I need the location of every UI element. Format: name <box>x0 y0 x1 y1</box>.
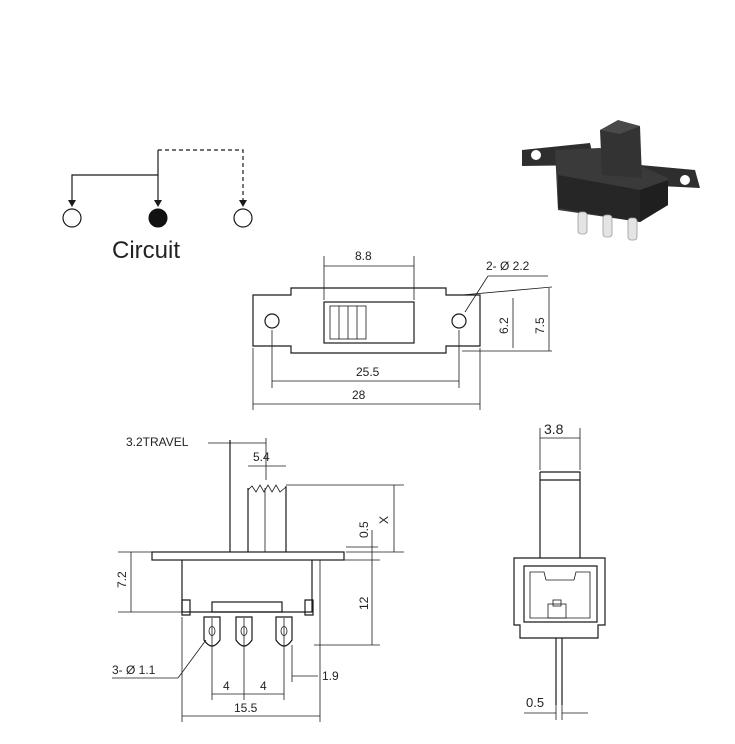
dim-top-length: 28 <box>352 388 366 402</box>
dim-top-total-height: 7.5 <box>533 317 547 334</box>
dim-end-pin: 0.5 <box>526 695 544 710</box>
side-view: 3.2TRAVEL 5.4 0.5 X 7.2 <box>112 435 404 722</box>
dim-holes: 2- Ø 2.2 <box>486 259 530 273</box>
top-view: 8.8 2- Ø 2.2 6.2 7.5 25.5 28 <box>252 249 553 410</box>
circuit-label: Circuit <box>112 237 180 264</box>
dim-side-pin-edge: 1.9 <box>322 669 339 683</box>
dim-side-offset: 0.5 <box>357 521 371 538</box>
end-view: 3.8 0.5 <box>513 421 606 720</box>
terminal-common <box>148 208 168 228</box>
dim-side-height: 7.2 <box>115 571 129 588</box>
dim-side-pitch-left: 4 <box>223 679 230 693</box>
dim-side-knob: 5.4 <box>253 450 270 464</box>
terminal-open-left <box>62 208 82 228</box>
dim-side-depth: 12 <box>357 596 371 610</box>
dim-side-x: X <box>377 516 391 524</box>
mount-hole-right <box>451 313 467 329</box>
slide-switch-photo <box>522 120 700 241</box>
circuit-diagram: Circuit <box>62 149 253 264</box>
dim-side-travel: 3.2TRAVEL <box>126 435 189 449</box>
dim-top-body-height: 6.2 <box>497 317 511 334</box>
dim-side-pitch-right: 4 <box>260 679 267 693</box>
dim-end-knob: 3.8 <box>544 421 564 437</box>
dim-top-hole-span: 25.5 <box>356 365 380 379</box>
dim-top-knob: 8.8 <box>355 249 372 263</box>
top-knob <box>323 301 415 344</box>
dim-side-pins: 3- Ø 1.1 <box>112 663 156 677</box>
dim-side-width: 15.5 <box>234 701 258 715</box>
mount-hole-left <box>264 313 280 329</box>
terminal-open-right <box>233 208 253 228</box>
